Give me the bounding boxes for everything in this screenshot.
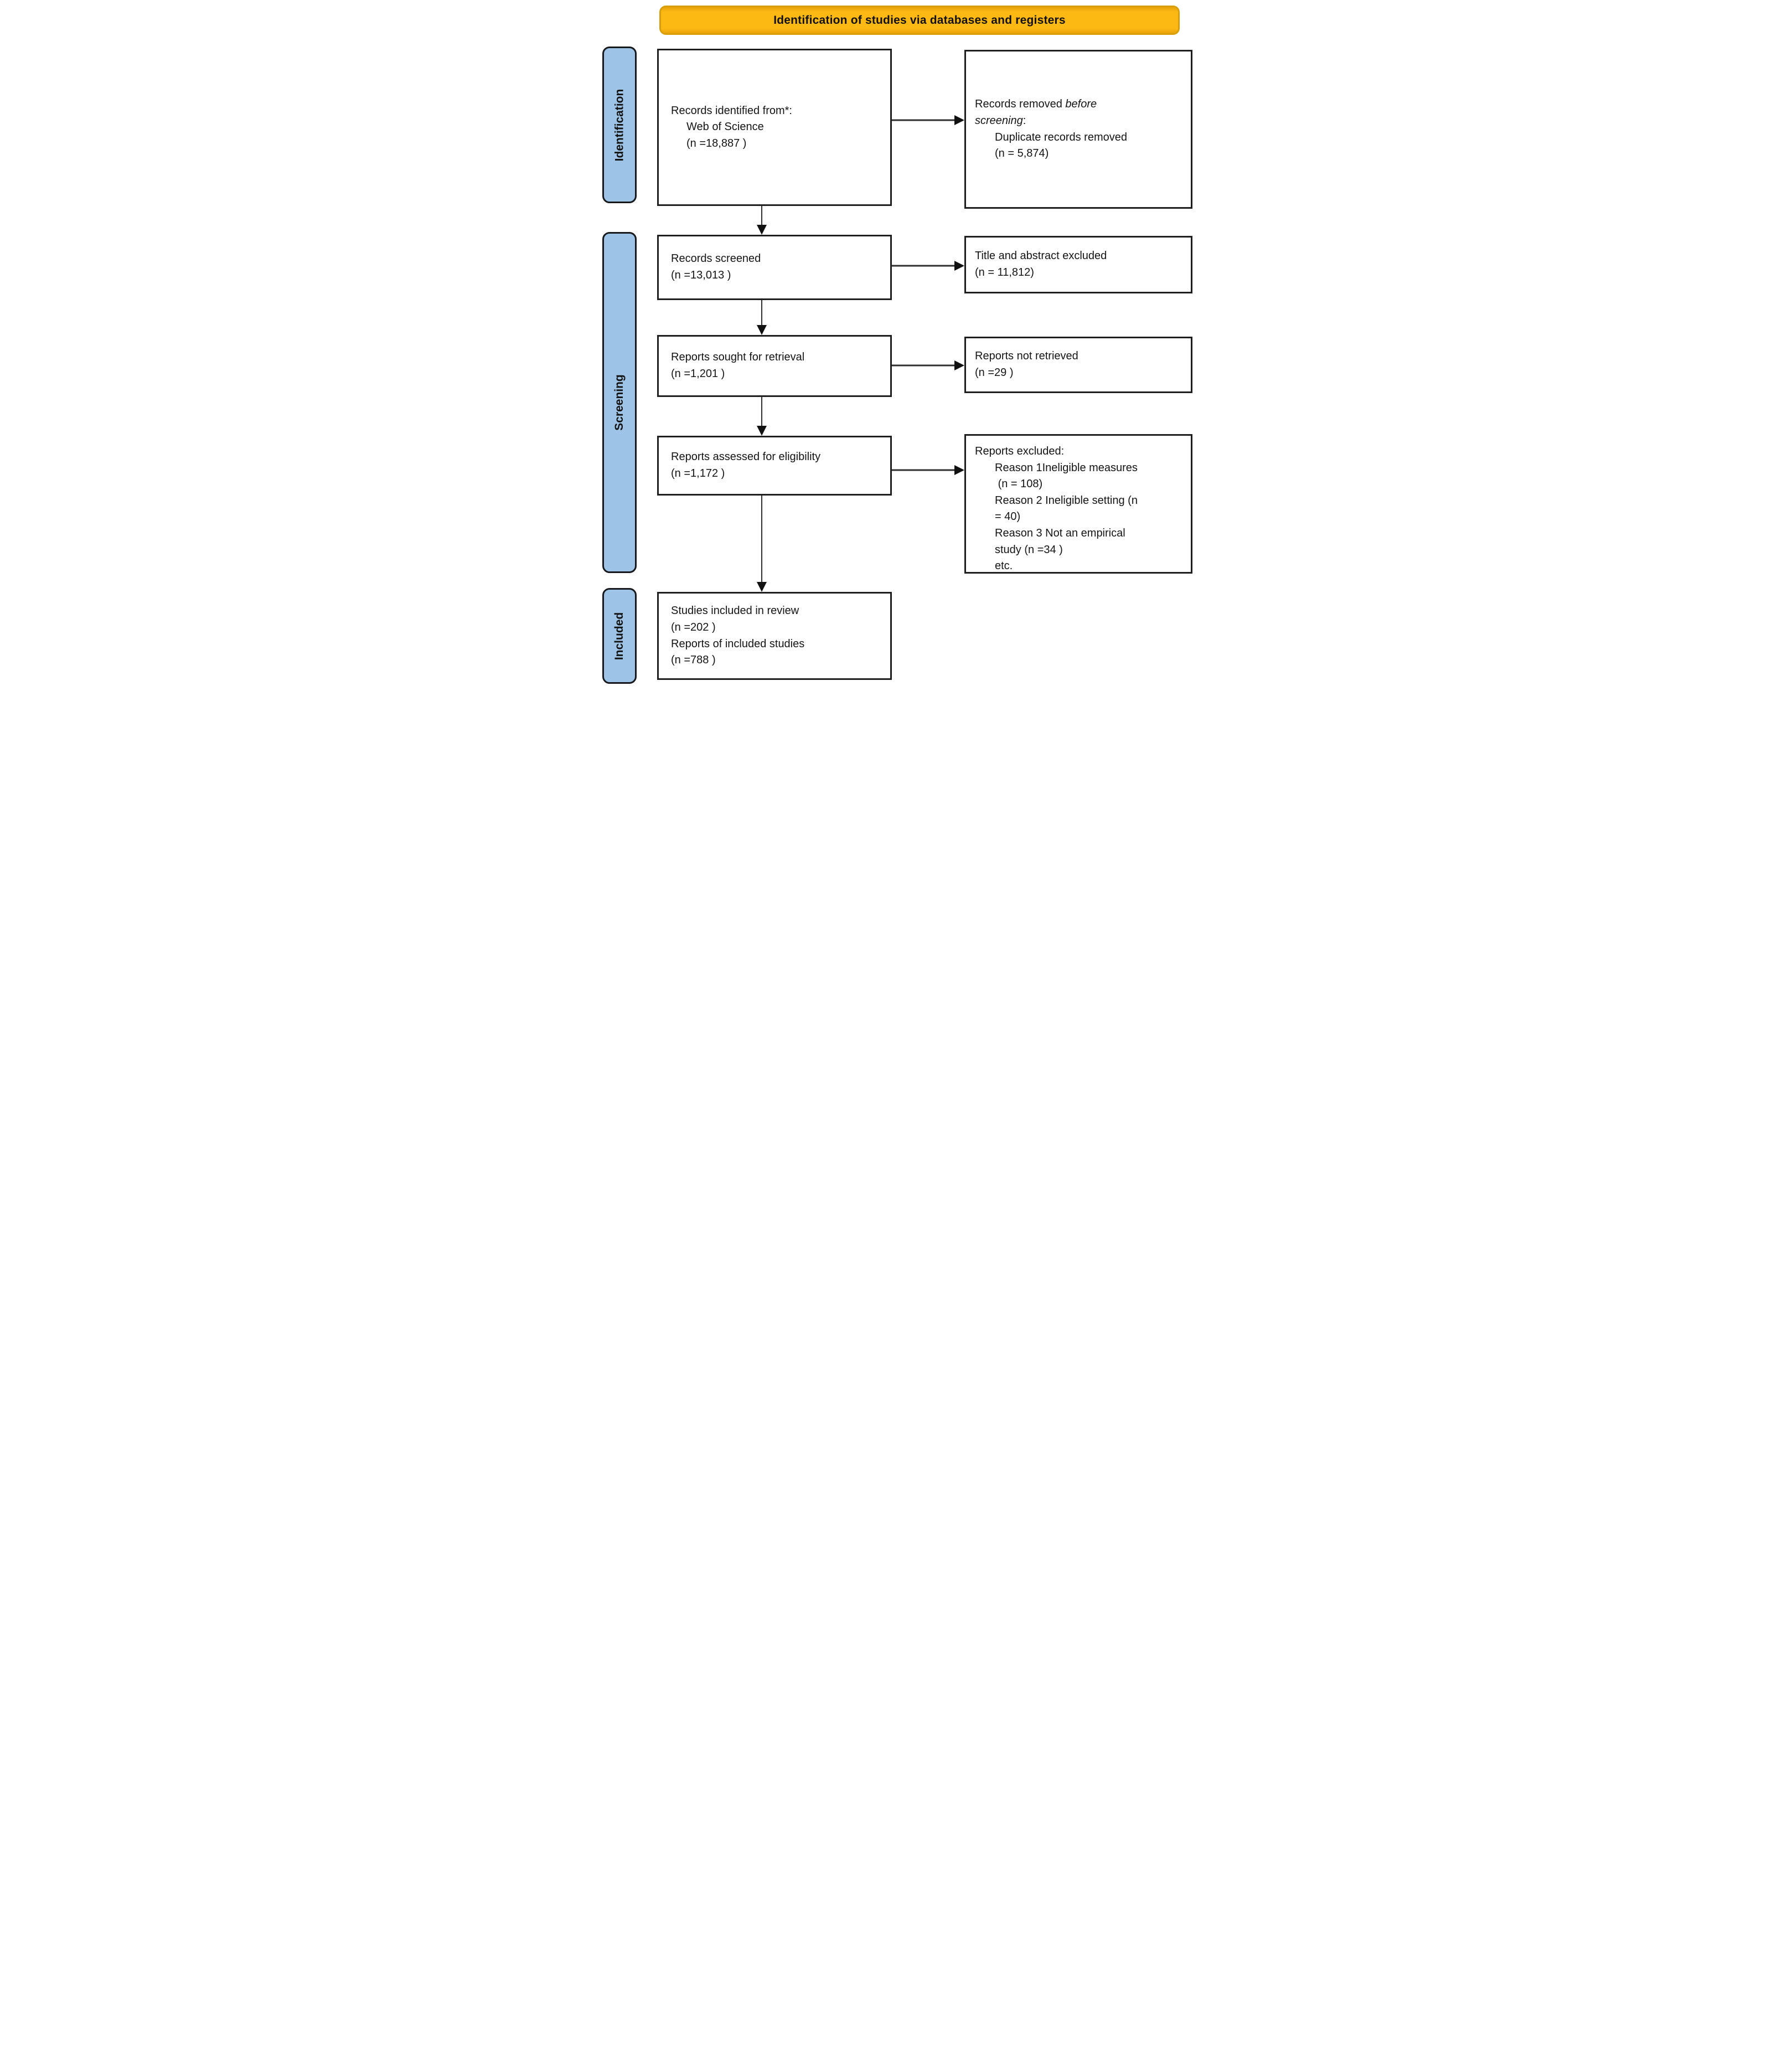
arrowhead-right-icon	[954, 465, 964, 475]
arrow-shaft	[761, 206, 762, 226]
arrowhead-down-icon	[757, 582, 767, 592]
arrow-shaft	[892, 469, 956, 471]
records-screened-line2: (n =13,013 )	[671, 269, 731, 281]
arrow-sought-to-not-retrieved	[892, 360, 964, 370]
reports-excluded-reason: etc.	[995, 560, 1013, 573]
records-removed-line2: screening:	[975, 114, 1026, 127]
records-removed-line3: Duplicate records removed	[995, 131, 1127, 143]
box-studies-included: Studies included in review (n =202 ) Rep…	[657, 592, 892, 680]
arrowhead-right-icon	[954, 261, 964, 271]
arrow-assessed-to-included	[757, 496, 767, 592]
stage-label-included-text: Included	[613, 612, 626, 660]
reports-excluded-reason: Reason 2 Ineligible setting (n	[995, 494, 1138, 507]
prisma-flow-diagram: Identification of studies via databases …	[597, 0, 1195, 689]
box-reports-not-retrieved: Reports not retrieved (n =29 )	[964, 337, 1192, 393]
reports-excluded-reason: Reason 3 Not an empirical	[995, 527, 1125, 539]
stage-label-included: Included	[602, 588, 637, 684]
arrow-identified-to-removed	[892, 115, 964, 125]
arrow-sought-to-assessed	[757, 397, 767, 436]
reports-excluded-reason: Reason 1Ineligible measures	[995, 461, 1138, 474]
studies-included-line2: (n =202 )	[671, 621, 716, 633]
arrow-screened-to-excluded	[892, 261, 964, 271]
reports-sought-line2: (n =1,201 )	[671, 368, 725, 380]
reports-excluded-reason: = 40)	[995, 510, 1021, 523]
records-removed-line4: (n = 5,874)	[995, 147, 1049, 160]
arrowhead-right-icon	[954, 115, 964, 125]
reports-excluded-reason: (n = 108)	[995, 478, 1043, 491]
arrow-shaft	[892, 265, 956, 267]
stage-label-identification-text: Identification	[613, 89, 626, 161]
records-identified-line2: Web of Science	[686, 121, 764, 133]
arrowhead-down-icon	[757, 225, 767, 235]
records-removed-line1: Records removed before	[975, 98, 1097, 111]
box-reports-assessed: Reports assessed for eligibility (n =1,1…	[657, 436, 892, 496]
studies-included-line3: Reports of included studies	[671, 637, 805, 650]
arrowhead-down-icon	[757, 426, 767, 436]
arrowhead-down-icon	[757, 325, 767, 335]
reports-excluded-line1: Reports excluded:	[975, 445, 1065, 457]
box-title-abstract-excluded: Title and abstract excluded (n = 11,812)	[964, 236, 1192, 293]
not-retrieved-line2: (n =29 )	[975, 367, 1014, 379]
records-screened-line1: Records screened	[671, 252, 761, 265]
reports-assessed-line2: (n =1,172 )	[671, 467, 725, 479]
reports-sought-line1: Reports sought for retrieval	[671, 351, 805, 364]
studies-included-line4: (n =788 )	[671, 654, 716, 667]
arrow-screened-to-sought	[757, 300, 767, 335]
title-abstract-line2: (n = 11,812)	[975, 266, 1034, 279]
not-retrieved-line1: Reports not retrieved	[975, 350, 1078, 363]
records-identified-line1: Records identified from*:	[671, 104, 792, 117]
arrow-shaft	[761, 397, 762, 427]
arrowhead-right-icon	[954, 360, 964, 370]
arrow-shaft	[892, 119, 956, 121]
title-abstract-line1: Title and abstract excluded	[975, 250, 1107, 262]
reports-assessed-line1: Reports assessed for eligibility	[671, 451, 821, 463]
reports-excluded-reason: study (n =34 )	[995, 543, 1063, 556]
box-records-identified: Records identified from*: Web of Science…	[657, 49, 892, 206]
box-reports-excluded: Reports excluded: Reason 1Ineligible mea…	[964, 434, 1192, 574]
stage-label-screening-text: Screening	[613, 374, 626, 431]
banner-title: Identification of studies via databases …	[773, 13, 1066, 27]
box-records-screened: Records screened (n =13,013 )	[657, 235, 892, 300]
arrow-shaft	[892, 364, 956, 367]
records-identified-line3: (n =18,887 )	[686, 137, 747, 149]
box-reports-sought: Reports sought for retrieval (n =1,201 )	[657, 335, 892, 397]
studies-included-line1: Studies included in review	[671, 605, 799, 617]
stage-label-screening: Screening	[602, 232, 637, 573]
arrow-identified-to-screened	[757, 206, 767, 235]
arrow-shaft	[761, 496, 762, 584]
stage-label-identification: Identification	[602, 47, 637, 203]
box-records-removed: Records removed before screening: Duplic…	[964, 50, 1192, 209]
arrow-shaft	[761, 300, 762, 327]
arrow-assessed-to-excluded	[892, 465, 964, 475]
banner: Identification of studies via databases …	[659, 6, 1180, 35]
